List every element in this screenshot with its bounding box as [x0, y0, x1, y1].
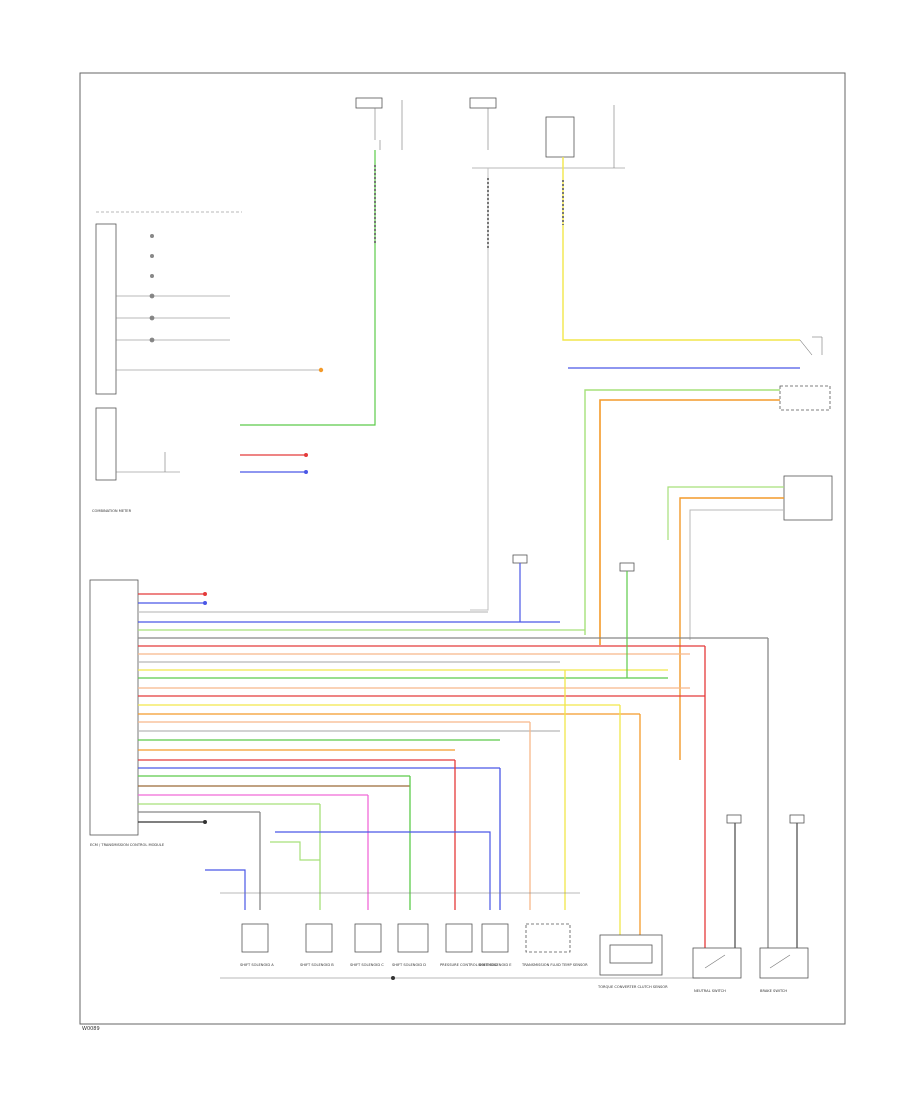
solenoid-c: SHIFT SOLENOID C [350, 923, 384, 967]
ground-connectors [512, 554, 805, 824]
combination-meter: COMBINATION METER [92, 211, 324, 513]
fluid-temp-sensor: TRANSMISSION FLUID TEMP SENSOR [521, 923, 588, 967]
svg-text:TRANSMISSION FLUID TEMP SENSOR: TRANSMISSION FLUID TEMP SENSOR [521, 963, 588, 967]
solenoid-a: SHIFT SOLENOID A [240, 923, 274, 967]
svg-text:SHIFT SOLENOID B: SHIFT SOLENOID B [300, 963, 334, 967]
top-power-feeds [355, 97, 625, 169]
tcc-sensor: TORQUE CONVERTER CLUTCH SENSOR [597, 934, 668, 989]
svg-text:TORQUE CONVERTER CLUTCH SENSOR: TORQUE CONVERTER CLUTCH SENSOR [597, 985, 668, 989]
solenoid-d: SHIFT SOLENOID D [392, 923, 429, 967]
speed-sensor [783, 475, 833, 521]
svg-text:NEUTRAL SWITCH: NEUTRAL SWITCH [694, 989, 726, 993]
ecm-label: ECM / TRANSMISSION CONTROL MODULE [90, 843, 165, 847]
pressure-control-solenoid: PRESSURE CONTROL SOLENOID [440, 923, 498, 967]
svg-text:SHIFT SOLENOID C: SHIFT SOLENOID C [350, 963, 384, 967]
wire-yellow-relay [562, 157, 800, 341]
ecm: ECM / TRANSMISSION CONTROL MODULE [89, 579, 165, 847]
combination-meter-label: COMBINATION METER [92, 509, 132, 513]
page-code: W0089 [82, 1026, 100, 1032]
ecm-harness [138, 593, 768, 823]
diagram-frame [79, 72, 846, 1025]
neutral-switch: NEUTRAL SWITCH [692, 947, 742, 993]
svg-text:SHIFT SOLENOID E: SHIFT SOLENOID E [478, 963, 512, 967]
svg-text:PRESSURE CONTROL SOLENOID: PRESSURE CONTROL SOLENOID [440, 963, 498, 967]
svg-text:SHIFT SOLENOID A: SHIFT SOLENOID A [240, 963, 274, 967]
solenoid-b: SHIFT SOLENOID B [300, 923, 334, 967]
svg-text:BRAKE SWITCH: BRAKE SWITCH [760, 989, 787, 993]
solenoid-e: SHIFT SOLENOID E [478, 923, 512, 967]
range-switch-top [779, 385, 831, 411]
relay-top [545, 116, 575, 158]
brake-light-switch-top [799, 336, 823, 356]
brake-switch: BRAKE SWITCH [759, 947, 809, 993]
solenoid-drops [259, 638, 798, 948]
wire-green-meter-feed [240, 150, 376, 426]
svg-text:SHIFT SOLENOID D: SHIFT SOLENOID D [392, 963, 426, 967]
